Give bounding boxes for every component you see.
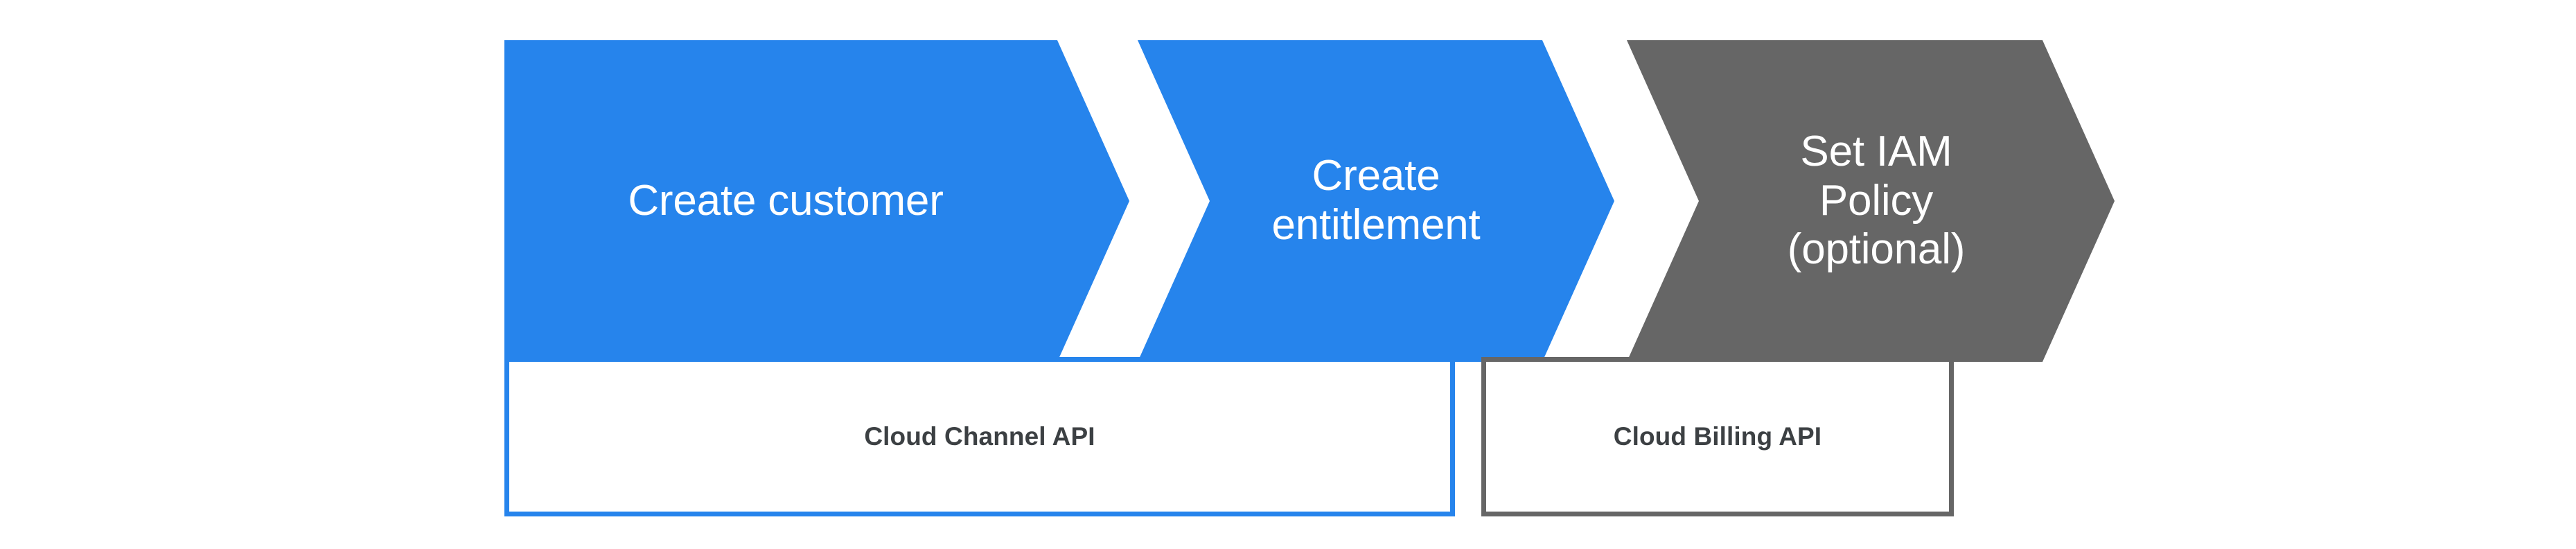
process-step-label: Create entitlement [1271, 152, 1481, 249]
process-step-label: Set IAM Policy (optional) [1787, 127, 1966, 274]
api-group-cloud-billing-api[interactable]: Cloud Billing API [1481, 357, 1954, 516]
process-step-set-iam-policy[interactable]: Set IAM Policy (optional) [1627, 40, 2115, 362]
process-step-label: Create customer [628, 176, 944, 225]
process-step-create-customer[interactable]: Create customer [504, 40, 1129, 362]
process-step-create-entitlement[interactable]: Create entitlement [1138, 40, 1614, 362]
api-group-label: Cloud Channel API [864, 422, 1095, 451]
api-group-label: Cloud Billing API [1613, 422, 1822, 451]
api-group-cloud-channel-api[interactable]: Cloud Channel API [504, 357, 1455, 516]
